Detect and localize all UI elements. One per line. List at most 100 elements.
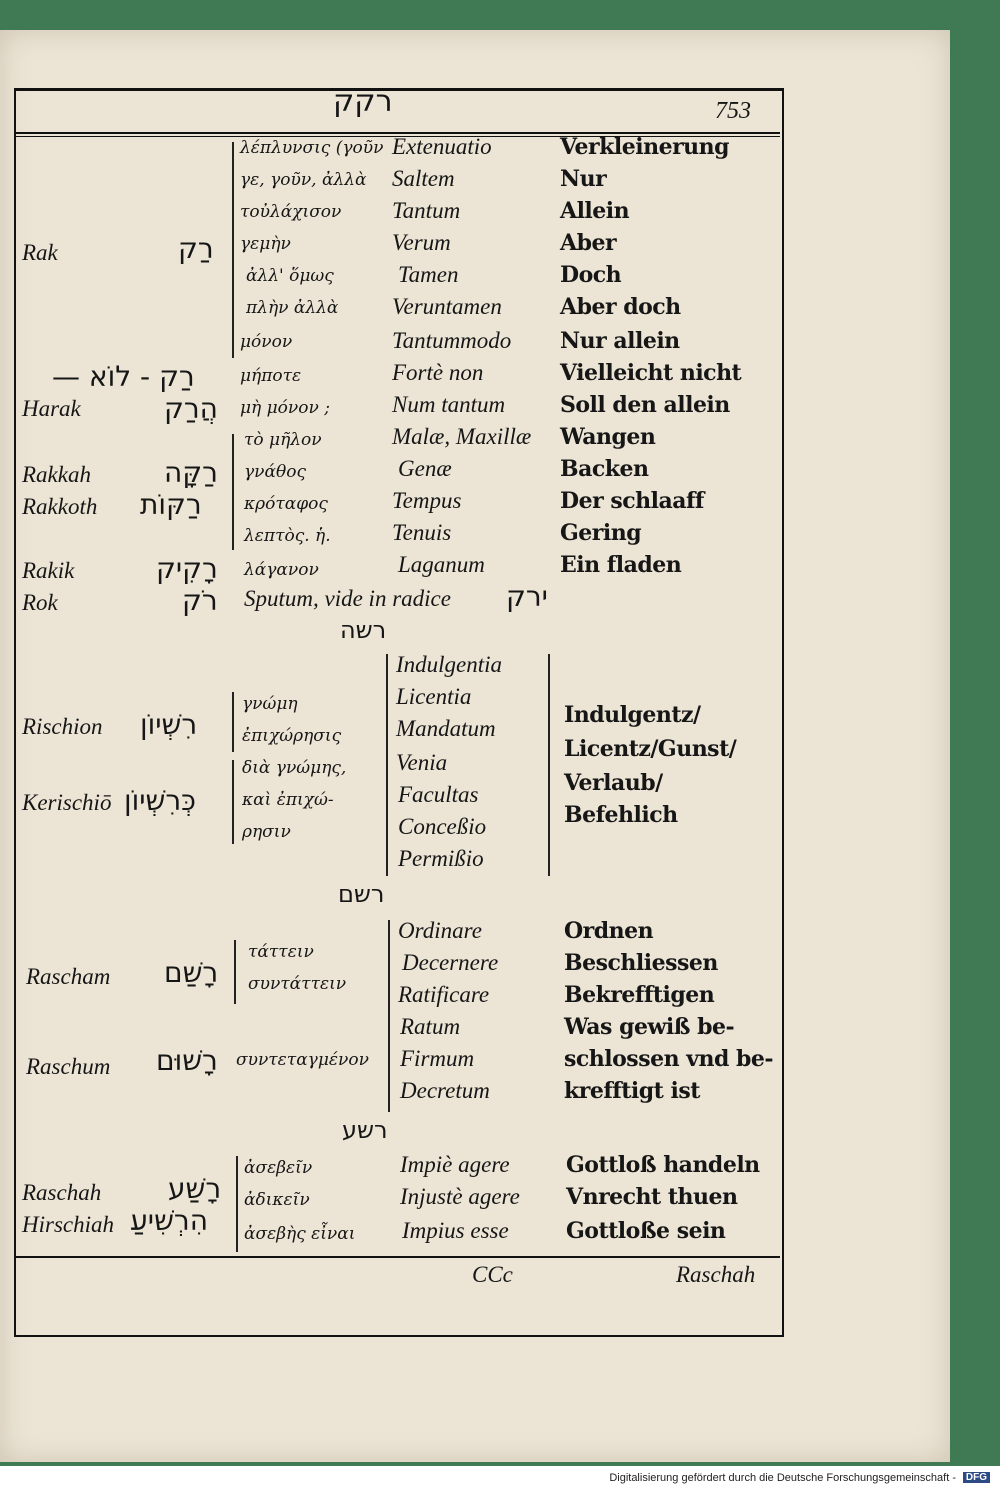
brace-rischion-greek-2 bbox=[232, 760, 234, 844]
german-raschah-1: Vnrecht thuen bbox=[566, 1184, 738, 1210]
hebrew-raschah: רָשַׁע bbox=[168, 1172, 222, 1205]
greek-rak-4: ἀλλ' ὅμως bbox=[246, 266, 334, 286]
german-raschum-1: schlossen vnd be- bbox=[564, 1046, 774, 1072]
latin-raschah-2: Impius esse bbox=[402, 1218, 509, 1243]
hebrew-hirschiah: הִרְשִׁיעַ bbox=[130, 1204, 208, 1237]
translit-rischion: Rischion bbox=[22, 714, 103, 739]
latin-rascham-2: Ratificare bbox=[398, 982, 490, 1007]
german-rak-2: Allein bbox=[560, 198, 630, 224]
greek-harak: μὴ μόνον ; bbox=[240, 398, 330, 418]
greek-rischion-0: γνώμη bbox=[242, 694, 298, 714]
german-harak: Soll den allein bbox=[560, 392, 730, 418]
latin-rischion-1: Licentia bbox=[396, 684, 472, 709]
translit-hirschiah: Hirschiah bbox=[22, 1212, 114, 1237]
latin-rakkah-3: Tenuis bbox=[392, 520, 452, 545]
latin-rak-3: Verum bbox=[392, 230, 451, 255]
hebrew-rakik: רָקִיק bbox=[156, 552, 218, 585]
german-rakkah-1: Backen bbox=[560, 456, 649, 482]
german-raschum-2: krefftigt ist bbox=[564, 1078, 700, 1104]
translit-rak: Rak bbox=[22, 240, 58, 265]
greek-rischion-1: ἐπιχώρησις bbox=[242, 726, 342, 746]
hebrew-rascham: רָשַׁם bbox=[164, 956, 219, 989]
translit-rakkoth: Rakkoth bbox=[22, 494, 98, 519]
hebrew-harak: הֲרַק bbox=[164, 392, 218, 425]
latin-raschum-1: Firmum bbox=[400, 1046, 475, 1071]
german-rak-5: Aber doch bbox=[560, 294, 681, 320]
header-rule bbox=[16, 132, 780, 134]
german-rak-6: Nur allein bbox=[560, 328, 680, 354]
section-title-rsh: רשה bbox=[340, 616, 387, 644]
greek-rascham-1: συντάττειν bbox=[248, 974, 347, 994]
brace-rascham-latin bbox=[388, 920, 390, 1016]
latin-rak-4: Tamen bbox=[398, 262, 459, 287]
latin-rak-1: Saltem bbox=[392, 166, 455, 191]
greek-rak-lo: μήποτε bbox=[240, 366, 302, 386]
german-rischion-0: Indulgentz/ bbox=[564, 702, 701, 728]
hebrew-kerischion: כְּרִשְׁיוֹן bbox=[124, 784, 196, 817]
latin-raschah-1: Injustè agere bbox=[400, 1184, 520, 1209]
greek-rak-5: πλὴν ἀλλὰ bbox=[246, 298, 339, 318]
dfg-logo: DFG bbox=[962, 1472, 990, 1483]
digitization-credit: Digitalisierung gefördert durch die Deut… bbox=[609, 1472, 956, 1484]
translit-raschah: Raschah bbox=[22, 1180, 102, 1205]
signature-mark: CCc bbox=[472, 1262, 513, 1287]
latin-raschah-0: Impiè agere bbox=[400, 1152, 510, 1177]
latin-rakkah-0: Malæ, Maxillæ bbox=[392, 424, 532, 449]
greek-rascham-0: τάττειν bbox=[248, 942, 314, 962]
latin-rascham-1: Decernere bbox=[402, 950, 499, 975]
translit-raschum: Raschum bbox=[26, 1054, 111, 1079]
section-title-rsha: רשע bbox=[342, 1116, 388, 1144]
latin-rak-0: Extenuatio bbox=[392, 134, 492, 159]
hebrew-rischion: רִשְׁיוֹן bbox=[140, 708, 198, 741]
german-rak-1: Nur bbox=[560, 166, 607, 192]
german-raschah-2: Gottloße sein bbox=[566, 1218, 726, 1244]
header-rule-thin bbox=[16, 136, 780, 137]
greek-raschum: συντεταγμένον bbox=[236, 1050, 369, 1070]
greek-rischion-4: ρησιν bbox=[242, 822, 291, 842]
german-rak-lo: Vielleicht nicht bbox=[560, 360, 742, 386]
brace-rischion-greek-1 bbox=[232, 692, 234, 752]
latin-rischion-4: Facultas bbox=[398, 782, 479, 807]
hebrew-rak-lo: רַק - לוֹא — bbox=[52, 360, 195, 393]
translit-kerischio: Kerischiō bbox=[22, 790, 112, 815]
german-rak-0: Verkleinerung bbox=[560, 134, 730, 160]
german-rischion-2: Verlaub/ bbox=[564, 770, 663, 796]
book-page: רקק 753 Rak רַק λέπλυνσις (γοῦν γε, γοῦν… bbox=[0, 30, 950, 1462]
rok-ref-hebrew: ירק bbox=[506, 580, 548, 613]
hebrew-rak: רַק bbox=[178, 232, 214, 265]
latin-raschum-2: Decretum bbox=[400, 1078, 490, 1103]
translit-harak: Harak bbox=[22, 396, 81, 421]
latin-rakkah-1: Genæ bbox=[398, 456, 452, 481]
translit-rakkah: Rakkah bbox=[22, 462, 91, 487]
greek-rischion-2: διὰ γνώμης, bbox=[242, 758, 347, 778]
german-rak-3: Aber bbox=[560, 230, 617, 256]
section-title-rshm: רשם bbox=[338, 880, 385, 908]
latin-rak-2: Tantum bbox=[392, 198, 461, 223]
greek-rakkah-1: γνάθος bbox=[244, 462, 306, 482]
german-rascham-1: Beschliessen bbox=[564, 950, 718, 976]
latin-rak-lo: Fortè non bbox=[392, 360, 484, 385]
brace-rak bbox=[232, 142, 234, 358]
latin-rakik: Laganum bbox=[398, 552, 485, 577]
greek-rak-1: γε, γοῦν, ἀλλὰ bbox=[240, 170, 367, 190]
digitization-banner bbox=[0, 1466, 1000, 1492]
german-rischion-1: Licentz/Gunst/ bbox=[564, 736, 737, 762]
greek-rischion-3: καὶ ἐπιχώ- bbox=[242, 790, 334, 810]
header-hebrew-root: רקק bbox=[333, 84, 393, 119]
german-rascham-2: Bekrefftigen bbox=[564, 982, 715, 1008]
hebrew-rakkoth: רַקּוֹת bbox=[140, 488, 202, 521]
latin-rak-6: Tantummodo bbox=[392, 328, 512, 353]
brace-rascham-greek bbox=[234, 940, 236, 1004]
hebrew-rok: רֹק bbox=[182, 584, 218, 617]
latin-rak-5: Veruntamen bbox=[392, 294, 502, 319]
latin-rischion-5: Conceßio bbox=[398, 814, 487, 839]
page-frame bbox=[14, 88, 784, 1337]
latin-rischion-6: Permißio bbox=[398, 846, 484, 871]
brace-raschah bbox=[236, 1156, 238, 1252]
brace-rischion-latin bbox=[386, 654, 388, 876]
greek-raschah-1: ἀδικεῖν bbox=[244, 1190, 310, 1210]
brace-raschum-latin bbox=[388, 1016, 390, 1112]
greek-raschah-2: ἀσεβὴς εἶναι bbox=[244, 1224, 356, 1244]
hebrew-rakkah: רַקָּה bbox=[164, 456, 218, 489]
german-raschah-0: Gottloß handeln bbox=[566, 1152, 760, 1178]
